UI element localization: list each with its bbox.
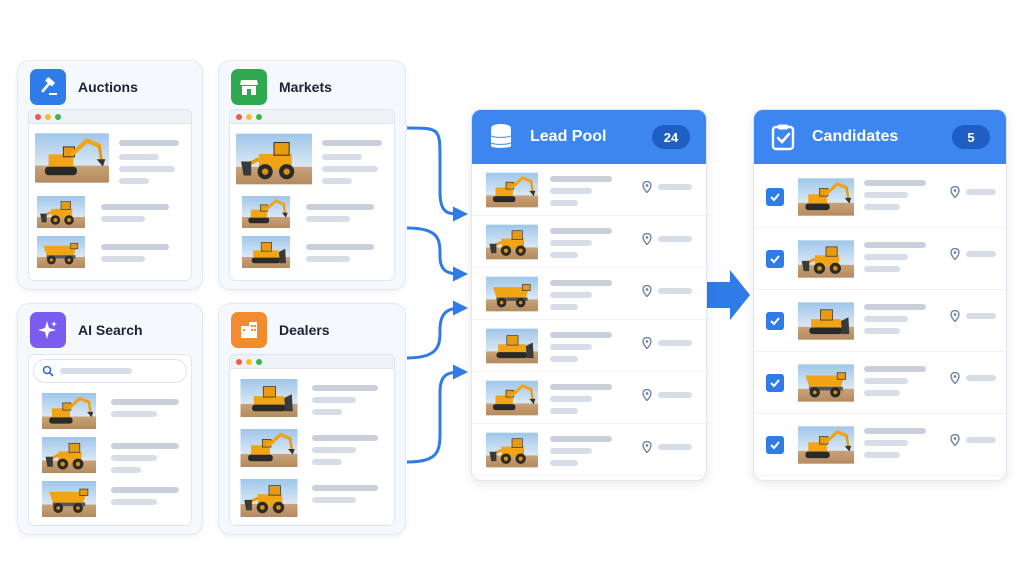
listing-window [229, 354, 395, 526]
location-pin-icon [950, 310, 960, 322]
lead-pool-panel: Lead Pool 24 [471, 109, 707, 481]
source-title: Markets [279, 79, 332, 95]
excavator-image [35, 132, 109, 184]
source-card-dealers: Dealers [218, 303, 406, 535]
lead-row[interactable] [472, 320, 706, 372]
candidates-count-badge: 5 [952, 125, 990, 149]
checkbox-checked-icon[interactable] [766, 188, 784, 206]
location-pin-icon [642, 441, 652, 453]
search-icon [42, 365, 54, 377]
candidate-row[interactable] [754, 228, 1006, 290]
location-pin-icon [642, 181, 652, 193]
arrow-markets-to-pool [406, 126, 468, 222]
loader-image [486, 223, 538, 261]
source-card-ai-search: AI Search [17, 303, 203, 535]
arrow-auctions-to-pool [406, 226, 468, 282]
listing-window [28, 109, 192, 281]
dump-truck-image [486, 275, 538, 313]
loader-image [798, 236, 854, 282]
lead-row[interactable] [472, 372, 706, 424]
dump-truck-image [798, 360, 854, 406]
listing-window [229, 109, 395, 281]
source-card-markets: Markets [218, 60, 406, 290]
loader-image [486, 431, 538, 469]
lead-row[interactable] [472, 424, 706, 476]
candidate-row[interactable] [754, 290, 1006, 352]
lead-pool-count-badge: 24 [652, 125, 690, 149]
loader-image [238, 479, 300, 517]
loader-image [37, 437, 101, 473]
loader-image [35, 196, 87, 228]
location-pin-icon [950, 434, 960, 446]
dozer-image [486, 327, 538, 365]
source-title: Dealers [279, 322, 330, 338]
candidates-title: Candidates [812, 128, 899, 145]
building-icon [231, 312, 267, 348]
loader-image [236, 132, 312, 186]
gavel-icon [30, 69, 66, 105]
excavator-image [238, 429, 300, 467]
candidate-row[interactable] [754, 414, 1006, 476]
candidates-header: Candidates 5 [754, 110, 1006, 164]
arrow-dealers-to-pool [406, 364, 468, 464]
candidates-panel: Candidates 5 [753, 109, 1007, 481]
location-pin-icon [950, 248, 960, 260]
checkbox-checked-icon[interactable] [766, 436, 784, 454]
storefront-icon [231, 69, 267, 105]
candidate-row[interactable] [754, 166, 1006, 228]
dump-truck-image [35, 236, 87, 268]
lead-pool-header: Lead Pool 24 [472, 110, 706, 164]
checkbox-checked-icon[interactable] [766, 374, 784, 392]
lead-pool-title: Lead Pool [530, 128, 607, 145]
search-results-window [28, 354, 192, 526]
candidate-row[interactable] [754, 352, 1006, 414]
excavator-image [798, 174, 854, 220]
dozer-image [238, 236, 294, 268]
dozer-image [238, 379, 300, 417]
sparkle-icon [30, 312, 66, 348]
excavator-image [37, 393, 101, 429]
search-input[interactable] [33, 359, 187, 383]
dozer-image [798, 298, 854, 344]
arrow-pool-to-candidates [707, 270, 750, 320]
excavator-image [238, 196, 294, 228]
location-pin-icon [642, 389, 652, 401]
source-card-auctions: Auctions [17, 60, 203, 290]
checkbox-checked-icon[interactable] [766, 312, 784, 330]
excavator-image [486, 379, 538, 417]
checkbox-checked-icon[interactable] [766, 250, 784, 268]
location-pin-icon [950, 372, 960, 384]
location-pin-icon [642, 285, 652, 297]
source-title: Auctions [78, 79, 138, 95]
dump-truck-image [37, 481, 101, 517]
lead-row[interactable] [472, 164, 706, 216]
source-title: AI Search [78, 322, 143, 338]
clipboard-check-icon [771, 124, 795, 151]
excavator-image [798, 422, 854, 468]
location-pin-icon [950, 186, 960, 198]
location-pin-icon [642, 233, 652, 245]
lead-row[interactable] [472, 216, 706, 268]
arrow-ai-search-to-pool [406, 300, 468, 360]
excavator-image [486, 171, 538, 209]
location-pin-icon [642, 337, 652, 349]
lead-row[interactable] [472, 268, 706, 320]
database-icon [491, 124, 511, 148]
